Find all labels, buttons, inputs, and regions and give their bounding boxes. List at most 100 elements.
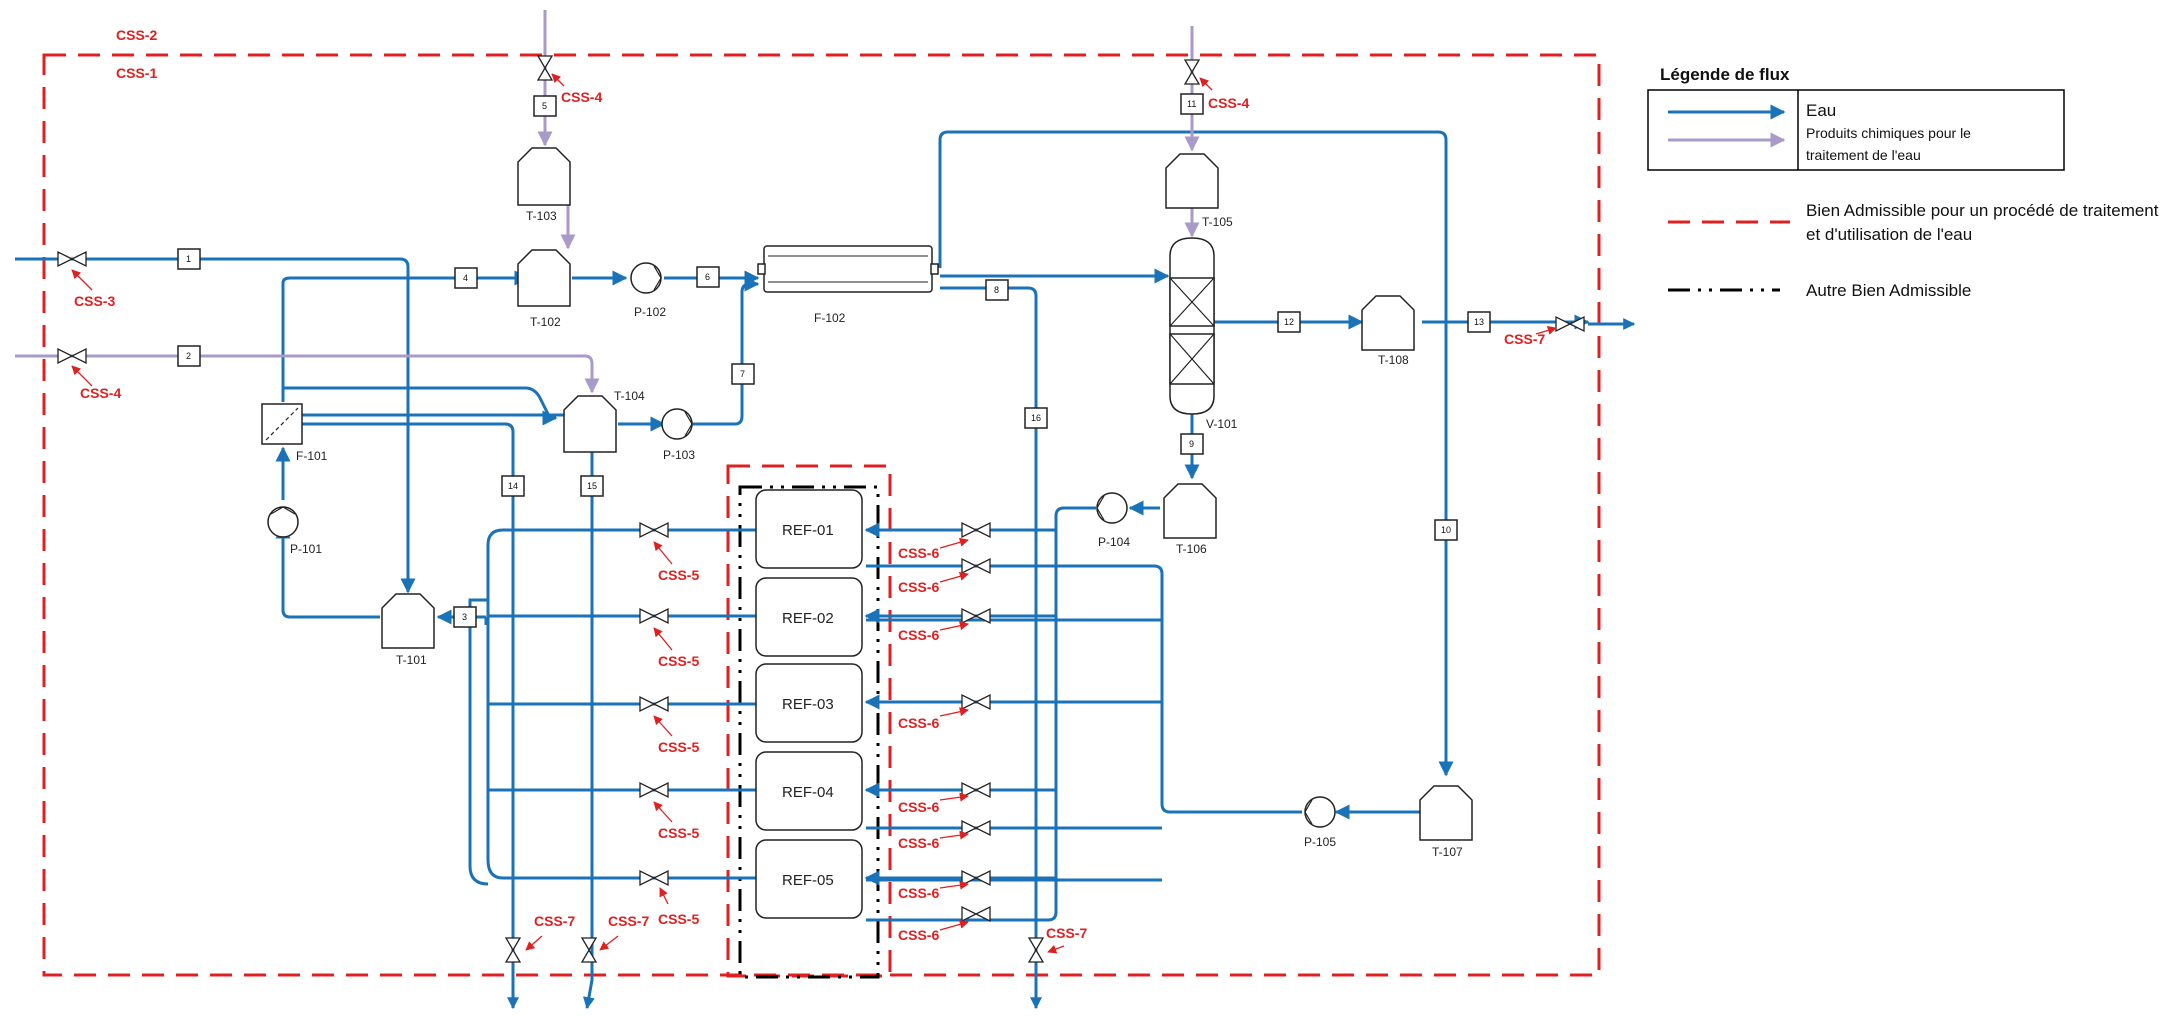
stream-4: 4 bbox=[463, 273, 468, 283]
valve-css6-2 bbox=[961, 607, 991, 625]
pump-p103-label: P-103 bbox=[663, 448, 695, 462]
stream-2: 2 bbox=[186, 351, 191, 361]
valves[interactable] bbox=[57, 55, 1585, 963]
tank-t104[interactable]: T-104 bbox=[563, 389, 645, 453]
legend-water: Eau bbox=[1806, 101, 1836, 120]
legend-title: Légende de flux bbox=[1660, 65, 1790, 84]
valve-css6-1a bbox=[961, 521, 991, 539]
legend: Légende de flux Eau Produits chimiques p… bbox=[1647, 65, 2159, 300]
ref-01-label: REF-01 bbox=[782, 522, 834, 539]
tank-t102[interactable]: T-102 bbox=[517, 249, 571, 329]
valve-css6-4a bbox=[961, 781, 991, 799]
pump-p105[interactable]: P-105 bbox=[1304, 796, 1336, 849]
tank-t103-label: T-103 bbox=[526, 209, 557, 223]
pump-p104[interactable]: P-104 bbox=[1096, 492, 1130, 549]
stream-6: 6 bbox=[705, 272, 710, 282]
stream-13: 13 bbox=[1474, 317, 1484, 327]
ref-02-label: REF-02 bbox=[782, 610, 834, 627]
stream-5: 5 bbox=[542, 101, 547, 111]
valve-css6-1b bbox=[961, 557, 991, 575]
filter-f101-label: F-101 bbox=[296, 449, 328, 463]
stream-16: 16 bbox=[1031, 413, 1041, 423]
valve-css5-4 bbox=[639, 781, 669, 799]
valve-out-16 bbox=[1027, 937, 1045, 963]
stream-14: 14 bbox=[508, 481, 518, 491]
pump-p102-label: P-102 bbox=[634, 305, 666, 319]
callout-css6-8: CSS-6 bbox=[898, 927, 939, 943]
callout-css3: CSS-3 bbox=[74, 293, 115, 309]
tank-t103[interactable]: T-103 bbox=[517, 147, 571, 223]
valve-css6-3 bbox=[961, 693, 991, 711]
valve-css6-4b bbox=[961, 819, 991, 837]
pump-p105-label: P-105 bbox=[1304, 835, 1336, 849]
callout-css7-c: CSS-7 bbox=[608, 913, 649, 929]
callout-css6-7: CSS-6 bbox=[898, 885, 939, 901]
stream-numbers: 1 2 3 4 5 6 7 8 9 10 11 12 13 14 15 16 bbox=[177, 93, 1491, 628]
callout-css4-c: CSS-4 bbox=[1208, 95, 1249, 111]
legend-black: Autre Bien Admissible bbox=[1806, 281, 1971, 300]
valve-stream2 bbox=[57, 347, 87, 365]
valve-css5-1 bbox=[639, 521, 669, 539]
boundary-refs-black bbox=[738, 485, 880, 979]
callout-css5-3: CSS-5 bbox=[658, 739, 699, 755]
tank-t105-label: T-105 bbox=[1202, 215, 1233, 229]
stream-8: 8 bbox=[994, 285, 999, 295]
callout-css4-b: CSS-4 bbox=[561, 89, 602, 105]
callout-css7-d: CSS-7 bbox=[1046, 925, 1087, 941]
pump-p101[interactable]: P-101 bbox=[267, 506, 322, 556]
valve-css5-5 bbox=[639, 869, 669, 887]
valve-css6-5b bbox=[961, 905, 991, 923]
ref-01[interactable]: REF-01 bbox=[755, 489, 863, 569]
valve-out-15 bbox=[580, 937, 598, 963]
boundary-css1-label: CSS-1 bbox=[116, 65, 157, 81]
stream-9: 9 bbox=[1189, 439, 1194, 449]
pump-p103[interactable]: P-103 bbox=[661, 408, 695, 462]
callout-css6-1: CSS-6 bbox=[898, 545, 939, 561]
legend-chem-1: Produits chimiques pour le bbox=[1806, 125, 1971, 141]
ref-04[interactable]: REF-04 bbox=[755, 751, 863, 831]
column-v101-label: V-101 bbox=[1206, 417, 1238, 431]
callout-css5-1: CSS-5 bbox=[658, 567, 699, 583]
tank-t101[interactable]: T-101 bbox=[381, 593, 435, 667]
legend-red-2: et d'utilisation de l'eau bbox=[1806, 225, 1972, 244]
tank-t108[interactable]: T-108 bbox=[1361, 295, 1415, 367]
valve-out-14 bbox=[504, 937, 522, 963]
boundary-css2-label: CSS-2 bbox=[116, 27, 157, 43]
callout-css7-b: CSS-7 bbox=[534, 913, 575, 929]
valve-t103-inlet bbox=[536, 55, 554, 81]
tank-t102-label: T-102 bbox=[530, 315, 561, 329]
valve-outlet-13 bbox=[1555, 315, 1585, 333]
stream-3: 3 bbox=[462, 612, 467, 622]
tank-t106-label: T-106 bbox=[1176, 542, 1207, 556]
column-v101[interactable]: V-101 bbox=[1169, 237, 1238, 431]
ref-02[interactable]: REF-02 bbox=[755, 577, 863, 657]
filter-f102[interactable]: F-102 bbox=[757, 245, 939, 325]
callout-css6-4: CSS-6 bbox=[898, 715, 939, 731]
pump-p102[interactable]: P-102 bbox=[630, 262, 666, 319]
valve-t105-inlet bbox=[1183, 59, 1201, 85]
ref-05[interactable]: REF-05 bbox=[755, 839, 863, 919]
tank-t106[interactable]: T-106 bbox=[1163, 483, 1217, 556]
valve-css5-3 bbox=[639, 695, 669, 713]
stream-15: 15 bbox=[587, 481, 597, 491]
pump-p101-label: P-101 bbox=[290, 542, 322, 556]
tank-t107[interactable]: T-107 bbox=[1419, 785, 1473, 859]
stream-1: 1 bbox=[186, 254, 191, 264]
filter-f101[interactable]: F-101 bbox=[261, 403, 328, 463]
legend-red-1: Bien Admissible pour un procédé de trait… bbox=[1806, 201, 2159, 220]
ref-03[interactable]: REF-03 bbox=[755, 663, 863, 743]
stream-11: 11 bbox=[1187, 99, 1196, 109]
pump-p104-label: P-104 bbox=[1098, 535, 1130, 549]
ref-04-label: REF-04 bbox=[782, 784, 834, 801]
valve-css3 bbox=[57, 250, 87, 268]
valve-css6-5a bbox=[961, 869, 991, 887]
valve-css5-2 bbox=[639, 607, 669, 625]
tank-t105[interactable]: T-105 bbox=[1165, 153, 1233, 229]
tank-t107-label: T-107 bbox=[1432, 845, 1463, 859]
callout-css6-5: CSS-6 bbox=[898, 799, 939, 815]
tank-t101-label: T-101 bbox=[396, 653, 427, 667]
tank-t104-label: T-104 bbox=[614, 389, 645, 403]
css-callouts: CSS-3 CSS-4 CSS-4 CSS-4 CSS-7 CSS-5 CSS-… bbox=[71, 73, 1557, 954]
callout-css6-6: CSS-6 bbox=[898, 835, 939, 851]
